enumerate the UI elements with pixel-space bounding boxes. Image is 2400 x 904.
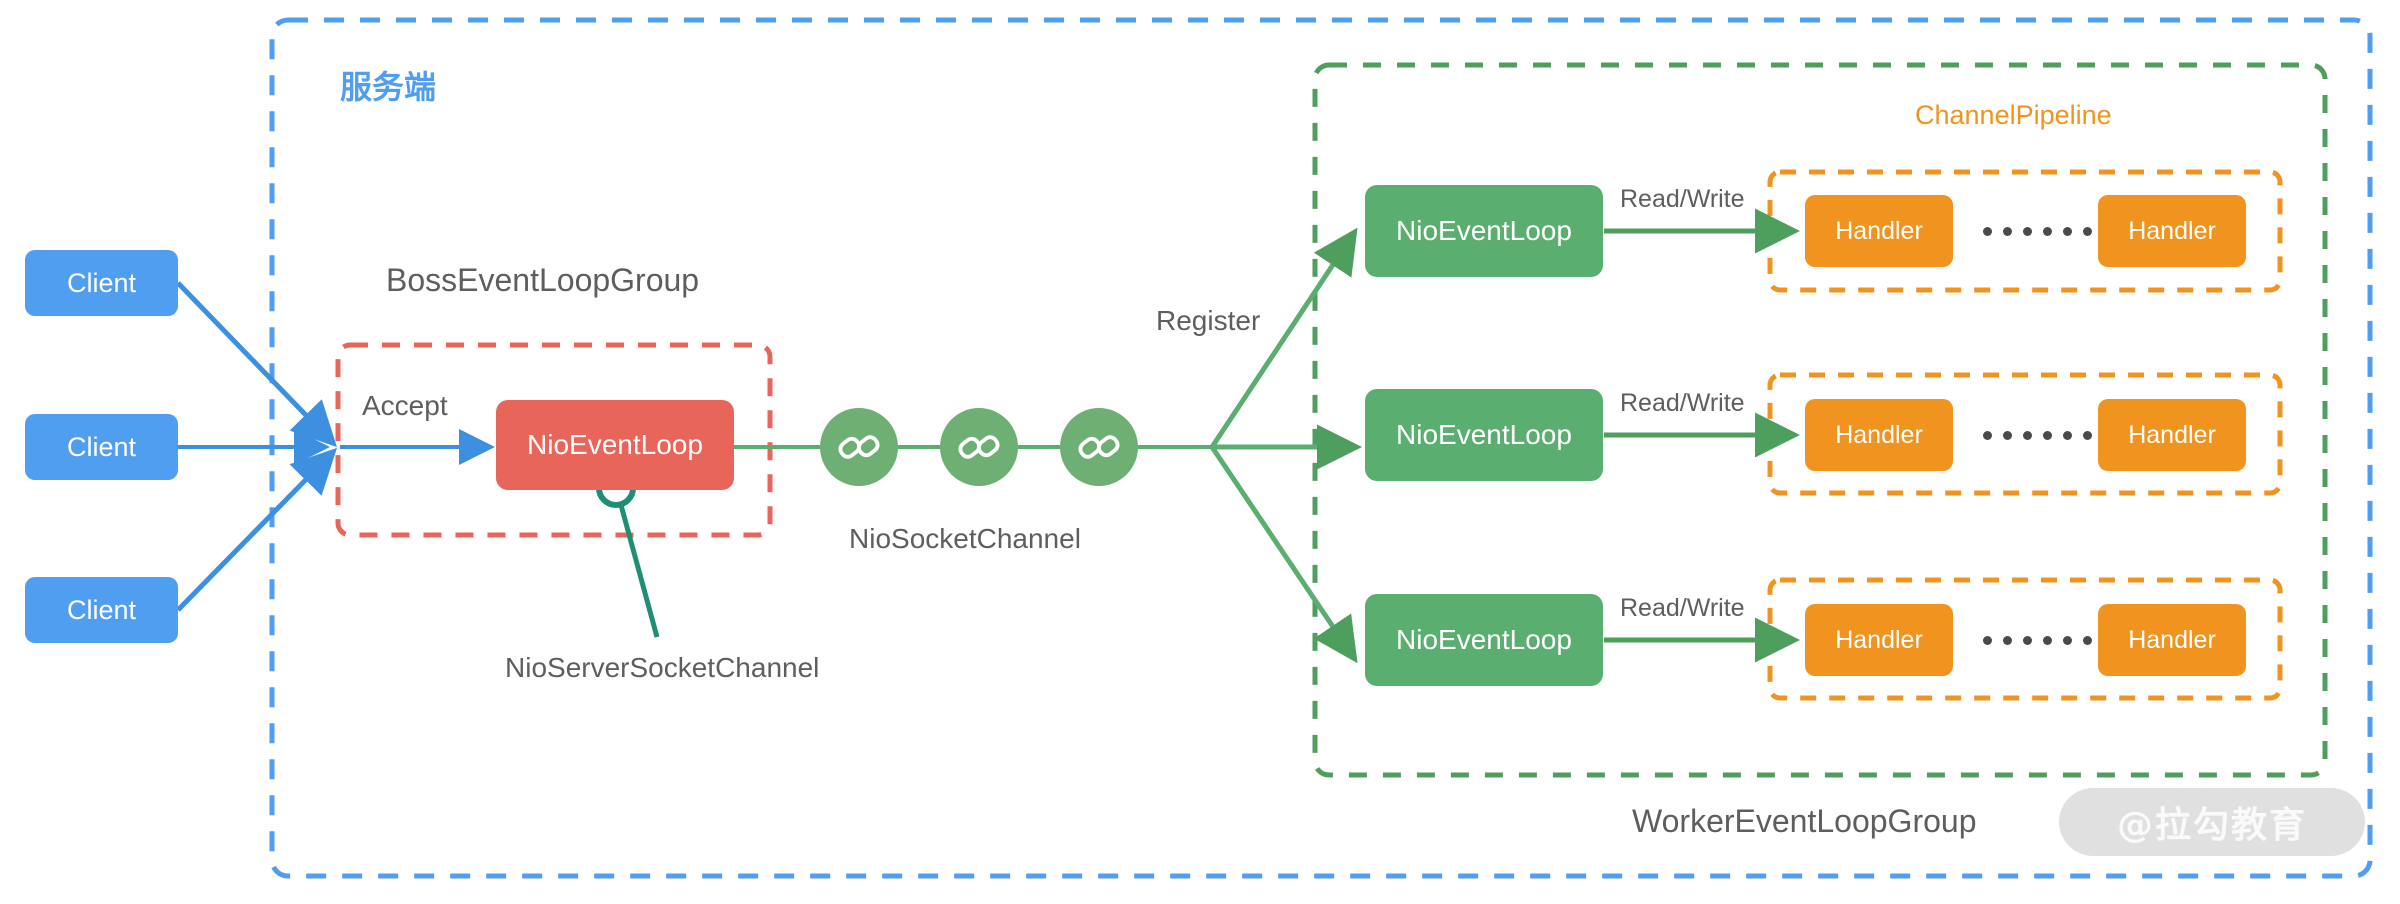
worker-nio-event-loop-box-2[interactable]: NioEventLoop <box>1365 389 1603 481</box>
handler-box-2b[interactable]: Handler <box>2098 399 2246 471</box>
nio-socket-channel-label: NioSocketChannel <box>849 523 1081 554</box>
nio-server-socket-channel-label: NioServerSocketChannel <box>505 652 820 683</box>
handler-box-3b[interactable]: Handler <box>2098 604 2246 676</box>
register-label: Register <box>1156 305 1261 336</box>
worker-event-loop-group-title: WorkerEventLoopGroup <box>1632 803 1977 839</box>
watermark: @拉勾教育 <box>2059 788 2365 856</box>
accept-label: Accept <box>362 390 448 421</box>
server-boundary-label: 服务端 <box>340 69 437 105</box>
link-icon <box>958 435 1000 459</box>
worker-event-loop-group-box <box>1312 62 2328 778</box>
register-arrow-top <box>1209 227 1358 449</box>
client-box-2[interactable]: Client <box>25 414 178 480</box>
nio-socket-channel-link-icon-1 <box>820 408 898 486</box>
nio-socket-channel-link-icon-3 <box>1060 408 1138 486</box>
worker-nio-event-loop-box-3[interactable]: NioEventLoop <box>1365 594 1603 686</box>
nio-server-socket-channel-leader <box>618 504 660 638</box>
register-arrow-bottom <box>1209 445 1358 664</box>
boss-nio-event-loop-box[interactable]: NioEventLoop <box>496 400 734 490</box>
handler-box-1a[interactable]: Handler <box>1805 195 1953 267</box>
link-icon <box>1078 435 1120 459</box>
worker-nio-event-loop-box-1[interactable]: NioEventLoop <box>1365 185 1603 277</box>
client-1-connector <box>176 281 337 448</box>
handler-ellipsis-1 <box>1983 227 2092 236</box>
channel-pipeline-title: ChannelPipeline <box>1915 100 2112 130</box>
read-write-label-1: Read/Write <box>1620 185 1745 213</box>
read-write-label-3: Read/Write <box>1620 594 1745 622</box>
boss-event-loop-group-box <box>335 342 773 538</box>
client-box-1[interactable]: Client <box>25 250 178 316</box>
client-3-connector <box>176 447 338 612</box>
handler-box-2a[interactable]: Handler <box>1805 399 1953 471</box>
boss-event-loop-group-title: BossEventLoopGroup <box>386 262 700 298</box>
read-write-label-2: Read/Write <box>1620 389 1745 417</box>
link-icon <box>838 435 880 459</box>
handler-box-3a[interactable]: Handler <box>1805 604 1953 676</box>
handler-ellipsis-3 <box>1983 636 2092 645</box>
handler-ellipsis-2 <box>1983 431 2092 440</box>
nio-socket-channel-link-icon-2 <box>940 408 1018 486</box>
client-box-3[interactable]: Client <box>25 577 178 643</box>
handler-box-1b[interactable]: Handler <box>2098 195 2246 267</box>
